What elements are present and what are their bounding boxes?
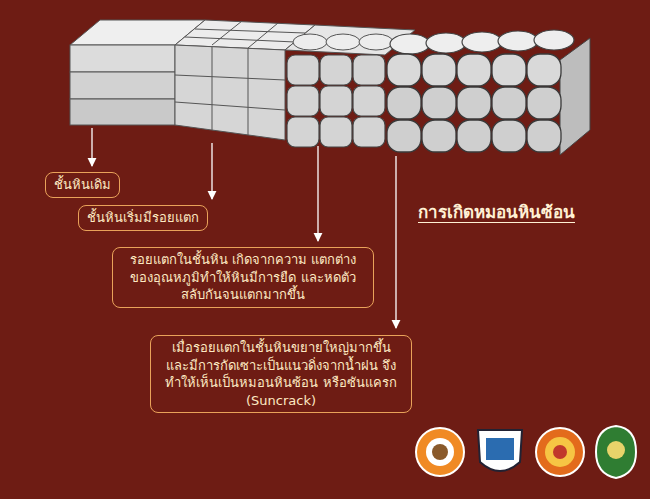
text-box: เมื่อรอยแตกในชั้นหินขยายใหญ่มากขึ้น และม… [150,335,412,413]
box-text: เมื่อรอยแตกในชั้นหินขยายใหญ่มากขึ้น และม… [159,339,403,409]
logo [596,426,636,478]
diagram-title: การเกิดหมอนหินซ้อน [418,198,575,225]
text-box: ชั้นหินเริ่มมีรอยแตก [78,205,208,231]
logo [416,428,464,476]
pillow-rocks [387,30,590,155]
box-text: รอยแตกในชั้นหิน เกิดจากความ แตกต่างของอุ… [121,251,365,304]
box-text: ชั้นหินเดิม [54,176,111,194]
logo [536,428,584,476]
text-box: ชั้นหินเดิม [45,172,120,198]
text-box: รอยแตกในชั้นหิน เกิดจากความ แตกต่างของอุ… [112,247,374,308]
logo [478,430,522,471]
box-text: ชั้นหินเริ่มมีรอยแตก [87,209,199,227]
